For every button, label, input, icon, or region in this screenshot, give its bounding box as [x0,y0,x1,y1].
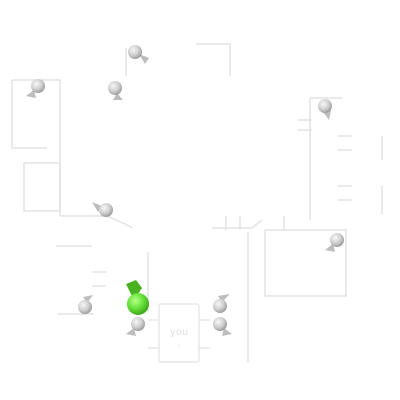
table-label: you [170,327,188,338]
table-top [158,303,200,363]
player-character[interactable] [126,280,149,315]
dining-table: you ◦ [148,303,210,363]
npc-character[interactable] [78,295,93,314]
wall-right-shelves [338,135,352,201]
wall-right-lower [264,229,347,297]
npc-character[interactable] [213,317,232,336]
wall-doors [225,216,285,230]
npc-character[interactable] [318,99,332,120]
wall-top [125,43,231,76]
npc-character[interactable] [325,233,344,252]
wall-left-box [23,162,61,212]
npc-layer [26,45,344,336]
table-mark-icon: ◦ [176,341,182,352]
wall-upper-center [60,215,263,229]
player-marker-icon [127,293,149,315]
wall-lower-center [147,119,312,362]
npc-character[interactable] [126,317,145,336]
npc-character[interactable] [26,79,45,98]
wall-right-room [309,97,383,220]
npc-character[interactable] [128,45,149,64]
player-direction-icon [126,280,142,300]
wall-left-room [11,79,61,216]
npc-character[interactable] [213,294,230,313]
wall-lower-left [56,245,106,315]
npc-character[interactable] [92,202,113,217]
npc-character[interactable] [108,81,123,100]
